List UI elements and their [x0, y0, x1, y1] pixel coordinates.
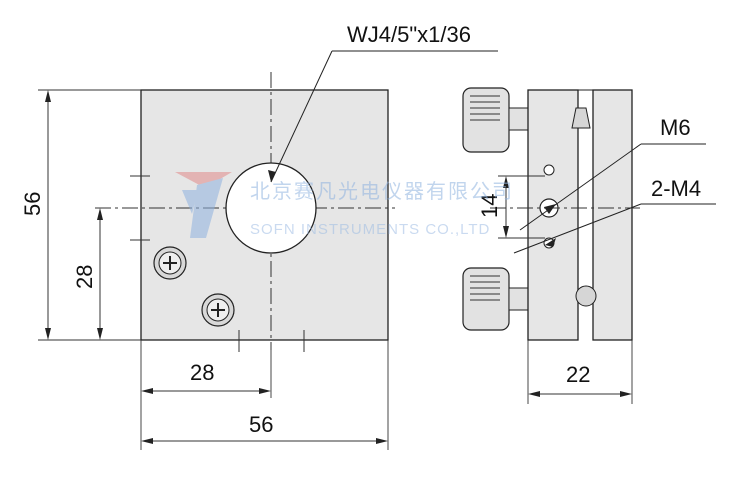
arrowhead [45, 90, 51, 102]
arrowhead [544, 204, 556, 214]
arrowhead [503, 226, 509, 238]
plunger-icon [571, 107, 591, 129]
screw-icon [153, 246, 187, 280]
arrowhead [528, 391, 540, 397]
m4-label: 2-M4 [651, 176, 701, 201]
arrowhead [45, 328, 51, 340]
height-center-label: 28 [72, 265, 97, 289]
thread-label: WJ4/5"x1/36 [347, 22, 471, 47]
watermark-company-en: SOFN INSTRUMENTS CO.,LTD [250, 221, 490, 238]
arrowhead [97, 328, 103, 340]
arrowhead [259, 388, 271, 394]
m4-leader-line [513, 203, 642, 254]
width-center-label: 28 [190, 360, 214, 385]
company-logo-icon [175, 172, 232, 238]
thread-leader-line [270, 50, 333, 183]
arrowhead [620, 391, 632, 397]
arrowhead [268, 170, 276, 182]
arrowhead [141, 388, 153, 394]
width-total-label: 56 [249, 412, 273, 437]
ball-icon [575, 285, 597, 307]
arrowhead [141, 438, 153, 444]
m4-hole [543, 164, 555, 176]
screw-icon [201, 293, 235, 327]
height-total-label: 56 [20, 192, 45, 216]
arrowhead [503, 176, 509, 188]
m6-leader-line [519, 143, 642, 231]
adjuster-knob-icon [462, 267, 530, 331]
arrowhead [97, 208, 103, 220]
hole-spacing-label: 14 [477, 194, 502, 218]
side-width-label: 22 [566, 362, 590, 387]
watermark: 北京赛凡光电仪器有限公司 SOFN INSTRUMENTS CO.,LTD [175, 172, 514, 238]
m6-label: M6 [660, 115, 691, 140]
watermark-company-cn: 北京赛凡光电仪器有限公司 [250, 179, 514, 203]
arrowhead [545, 238, 556, 247]
center-hole [225, 162, 317, 254]
adjuster-knob-icon [462, 87, 530, 153]
arrowhead [376, 438, 388, 444]
front-view: WJ4/5"x1/36 56 28 28 56 [20, 22, 498, 450]
side-view: 14 M6 2-M4 22 [462, 87, 716, 404]
